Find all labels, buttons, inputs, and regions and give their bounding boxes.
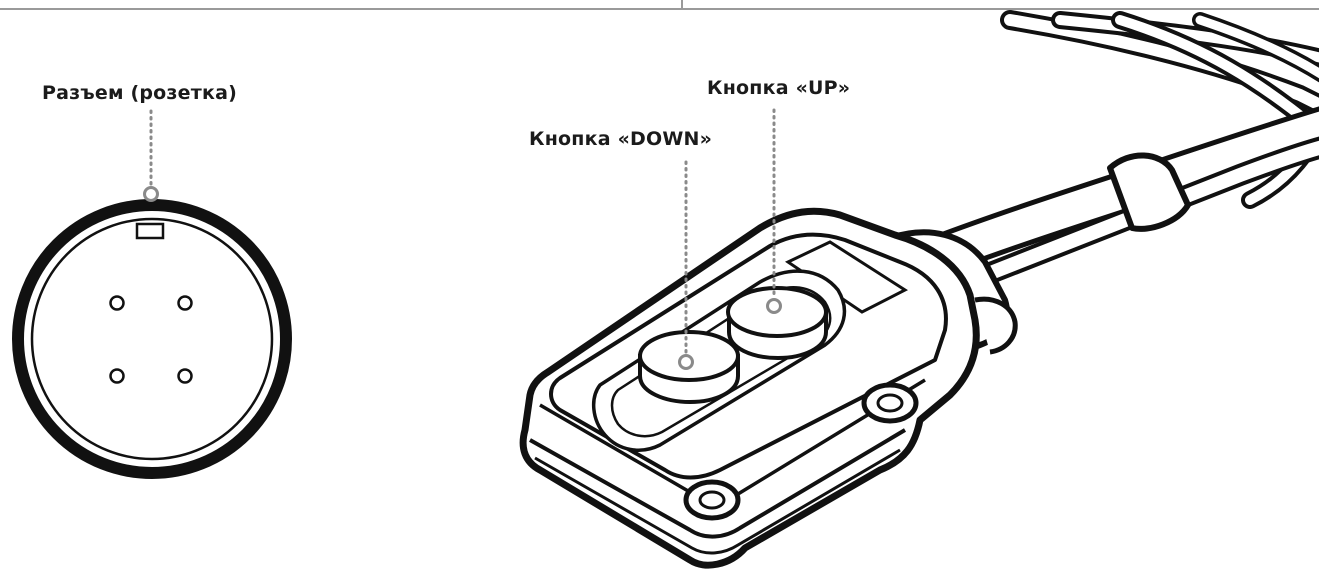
connector-pin	[109, 295, 125, 311]
connector-key-notch	[135, 222, 165, 240]
connector-pin	[109, 368, 125, 384]
connector-pin	[177, 368, 193, 384]
down-button-leader	[678, 160, 694, 370]
top-rule-tick	[681, 0, 683, 10]
up-button-leader	[766, 108, 782, 314]
pendant-remote-icon	[519, 207, 1018, 569]
up-button-label: Кнопка «UP»	[707, 77, 851, 99]
down-button-shape	[638, 330, 740, 405]
down-button-label: Кнопка «DOWN»	[529, 128, 713, 150]
connector-leader	[143, 109, 159, 202]
connector-pin	[177, 295, 193, 311]
connector-socket-icon	[12, 199, 292, 479]
top-rule	[0, 0, 1319, 10]
up-button-shape	[726, 286, 828, 361]
connector-socket-label: Разъем (розетка)	[42, 82, 237, 104]
cable-icon	[932, 10, 1319, 296]
